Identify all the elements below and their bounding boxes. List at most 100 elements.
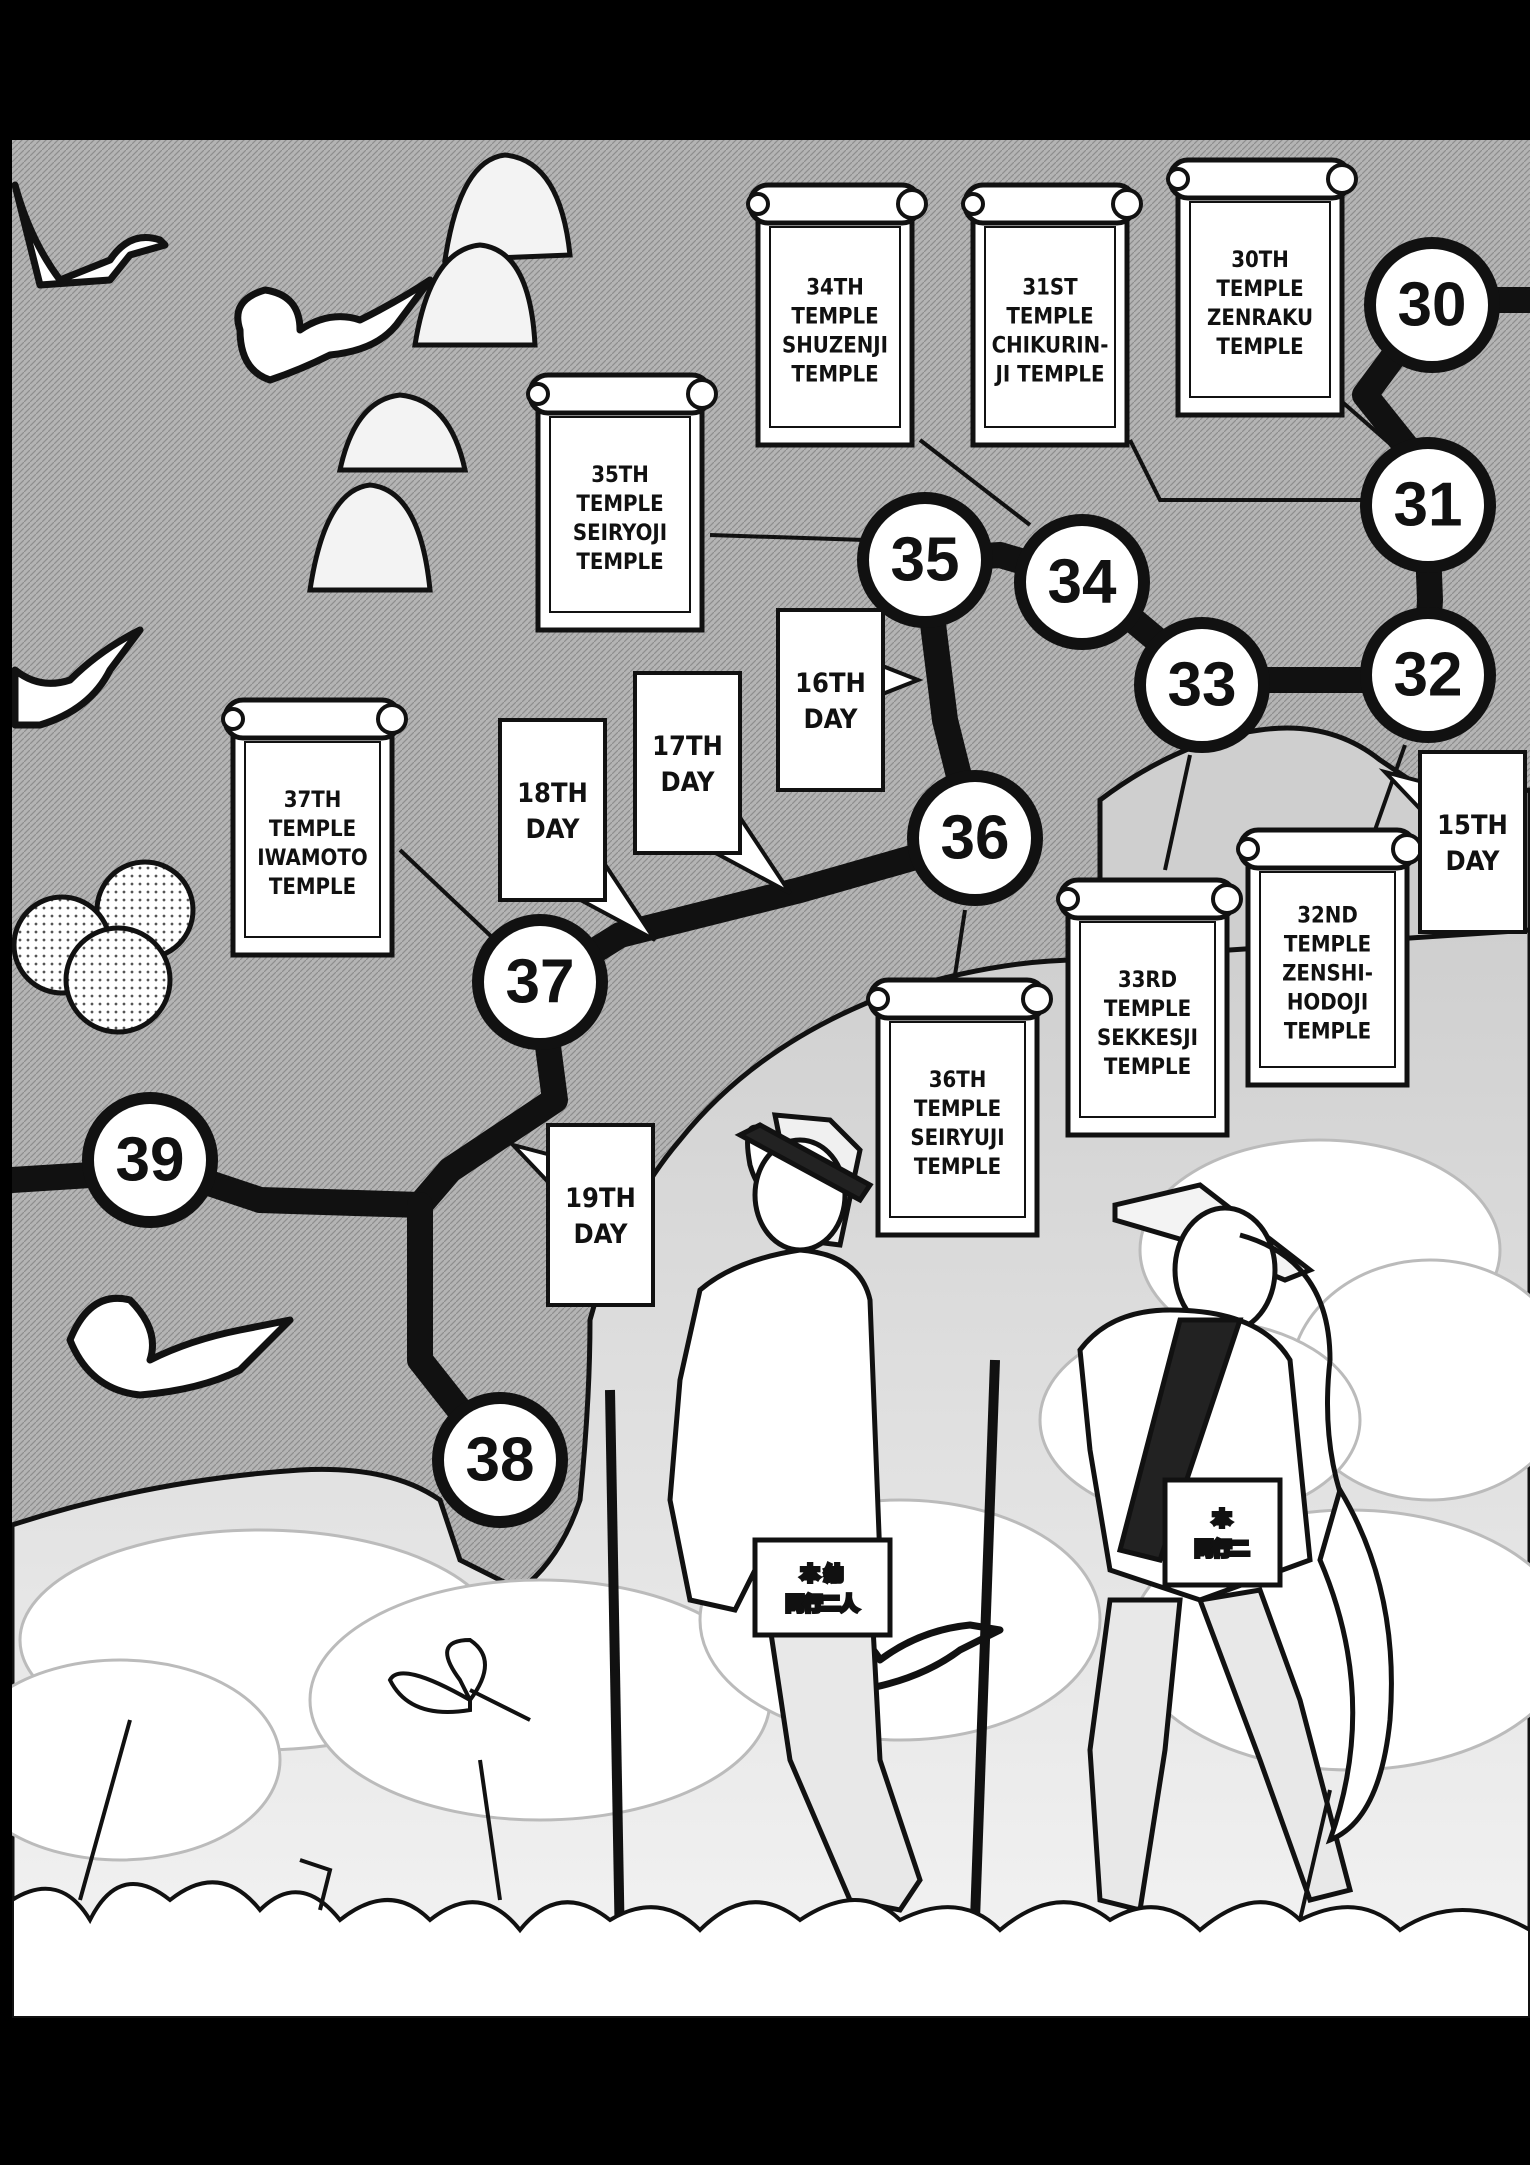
scroll-text-line: HODOJI [1287, 991, 1368, 1016]
scroll-text-line: ZENSHI- [1282, 962, 1373, 987]
station-38: 38 [432, 1392, 568, 1528]
scroll-text-line: SHUZENJI [782, 334, 888, 359]
station-number: 34 [1048, 548, 1117, 617]
scroll-text-line: 35TH [591, 463, 649, 488]
station-number: 38 [466, 1426, 535, 1495]
left-border [0, 0, 12, 2160]
scroll-text-line: JI TEMPLE [994, 363, 1105, 388]
station-circle [432, 1392, 568, 1528]
scroll-37th-temple: 37TH TEMPLE IWAMOTO TEMPLE [221, 697, 408, 958]
day-text-line: 19TH [565, 1183, 636, 1214]
mandarin-oranges-icon [11, 859, 196, 1035]
scroll-text-line: SEKKESJI [1097, 1026, 1198, 1051]
scroll-text-line: CHIKURIN- [992, 334, 1109, 359]
pilgrim-right-figure: 本 同行二 [970, 1182, 1394, 1921]
station-34: 34 [1014, 514, 1150, 650]
station-37: 37 [472, 914, 608, 1050]
day-text-line: DAY [661, 767, 715, 798]
day-label-18th: 18TH DAY [498, 718, 657, 942]
station-number: 30 [1398, 271, 1467, 340]
scroll-36th-temple: 36TH TEMPLE SEIRYUJI TEMPLE [866, 977, 1053, 1238]
scroll-text-line: TEMPLE [269, 817, 356, 842]
svg-text:同行二人: 同行二人 [786, 1594, 858, 1615]
station-36: 36 [907, 770, 1043, 906]
day-text-line: DAY [804, 704, 858, 735]
temple-scrolls: 34TH TEMPLE SHUZENJI TEMPLE 31ST TEMPLE CHIKUR… [221, 157, 1423, 1238]
station-circle [1134, 617, 1270, 753]
scroll-text-line: TEMPLE [914, 1155, 1001, 1180]
bottom-border [0, 2018, 1530, 2160]
scroll-text-line: TEMPLE [791, 305, 878, 330]
station-circle [1360, 607, 1496, 743]
station-35: 35 [857, 492, 993, 628]
svg-text:同行二: 同行二 [1195, 1539, 1249, 1560]
day-label-16th: 16TH DAY [776, 608, 924, 792]
station-number: 39 [116, 1126, 185, 1195]
day-text-line: 18TH [517, 778, 588, 809]
grass-foreground [10, 1719, 1530, 2020]
station-nodes: 30 31 32 33 34 35 36 37 38 39 [82, 237, 1500, 1528]
scroll-text-line: TEMPLE [1284, 1020, 1371, 1045]
station-39: 39 [82, 1092, 218, 1228]
station-circle [857, 492, 993, 628]
scroll-text-line: TEMPLE [1216, 277, 1303, 302]
day-label-17th: 17TH DAY [633, 671, 792, 895]
day-text-line: 16TH [795, 668, 866, 699]
scroll-34th-temple: 34TH TEMPLE SHUZENJI TEMPLE [746, 182, 928, 448]
scroll-text-line: TEMPLE [1006, 305, 1093, 330]
scroll-text-line: 34TH [806, 276, 864, 301]
station-number: 32 [1394, 641, 1463, 710]
scroll-text-line: TEMPLE [576, 550, 663, 575]
leader-lines [398, 398, 1422, 976]
day-text-line: DAY [1446, 846, 1500, 877]
scroll-text-line: TEMPLE [1104, 1055, 1191, 1080]
scroll-text-line: TEMPLE [791, 363, 878, 388]
scroll-35th-temple: 35TH TEMPLE SEIRYOJI TEMPLE [526, 372, 718, 633]
station-circle [907, 770, 1043, 906]
scroll-text-line: ZENRAKU [1207, 306, 1313, 331]
scroll-text-line: TEMPLE [576, 492, 663, 517]
pilgrim-left-figure: 本 納 同行二人 [605, 1112, 923, 1951]
station-32: 32 [1360, 607, 1496, 743]
day-label-19th: 19TH DAY [506, 1123, 655, 1307]
top-border [0, 0, 1530, 140]
day-text-line: DAY [574, 1219, 628, 1250]
station-number: 31 [1394, 471, 1463, 540]
scroll-text-line: 33RD [1118, 968, 1177, 993]
scroll-text-line: TEMPLE [269, 875, 356, 900]
scroll-text-line: 36TH [929, 1068, 987, 1093]
bag-text: 本 納 [801, 1564, 843, 1585]
station-circle [472, 914, 608, 1050]
mountain-icons [307, 152, 573, 593]
butterfly-icon [387, 1637, 531, 1722]
station-circle [1360, 437, 1496, 573]
station-number: 35 [891, 526, 960, 595]
station-circle [1014, 514, 1150, 650]
svg-text:本: 本 [1213, 1509, 1231, 1530]
station-number: 36 [941, 804, 1010, 873]
station-number: 33 [1168, 651, 1237, 720]
station-circle [1364, 237, 1500, 373]
station-30: 30 [1364, 237, 1500, 373]
station-33: 33 [1134, 617, 1270, 753]
scroll-text-line: TEMPLE [1104, 997, 1191, 1022]
station-circle [82, 1092, 218, 1228]
scroll-text-line: IWAMOTO [257, 846, 367, 871]
station-number: 37 [506, 948, 575, 1017]
scroll-text-line: TEMPLE [914, 1097, 1001, 1122]
scroll-text-line: 37TH [284, 788, 342, 813]
day-text-line: DAY [526, 814, 580, 845]
scroll-33th-temple: 33RD TEMPLE SEKKESJI TEMPLE [1056, 877, 1243, 1138]
scroll-text-line: 32ND [1297, 904, 1358, 929]
scroll-text-line: 31ST [1022, 276, 1078, 301]
scroll-text-line: SEIRYUJI [910, 1126, 1004, 1151]
scroll-31th-temple: 31ST TEMPLE CHIKURIN- JI TEMPLE [961, 182, 1143, 448]
day-text-line: 17TH [652, 731, 723, 762]
scroll-text-line: SEIRYOJI [573, 521, 667, 546]
